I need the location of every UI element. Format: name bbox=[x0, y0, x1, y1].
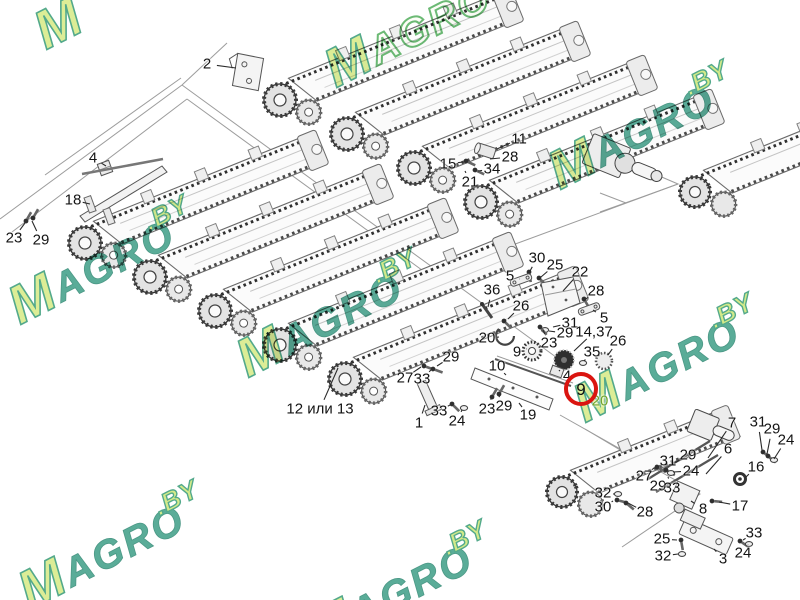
part-label: 7 bbox=[727, 414, 737, 432]
part-label: 22 bbox=[571, 263, 589, 281]
part-label: 29 bbox=[495, 397, 513, 415]
part-label: 28 bbox=[636, 503, 654, 521]
watermark-text: M AGRO .BY bbox=[295, 512, 493, 600]
drive-shaft-assembly bbox=[582, 133, 663, 182]
part-label: 24 bbox=[682, 462, 700, 480]
part-label: 32 bbox=[654, 547, 672, 565]
part-label: 9 bbox=[512, 343, 522, 361]
part-label: 26 bbox=[609, 332, 627, 350]
part-label: 33 bbox=[430, 402, 448, 420]
highlighted-part-label: 9 bbox=[576, 379, 586, 399]
part-label: 33 bbox=[663, 479, 681, 497]
part-label: 14,37 bbox=[575, 323, 613, 341]
part-label: 6 bbox=[723, 440, 733, 458]
part-label: 24 bbox=[777, 431, 795, 449]
part-label: 27 bbox=[635, 467, 653, 485]
part-label: 2 bbox=[202, 55, 212, 73]
part-label: 25 bbox=[546, 256, 564, 274]
part-label: 27 bbox=[396, 369, 414, 387]
watermark-m: M bbox=[24, 0, 92, 61]
part-label: 15 bbox=[439, 155, 457, 173]
part-label: 25 bbox=[653, 530, 671, 548]
part-label: 30 bbox=[528, 249, 546, 267]
part-label: 11 bbox=[511, 130, 527, 148]
part-label: 10 bbox=[488, 357, 506, 375]
part-label: 20 bbox=[478, 329, 496, 347]
part-label: 29 bbox=[649, 477, 667, 495]
loose-parts bbox=[22, 52, 779, 557]
part-label: 34 bbox=[483, 160, 501, 178]
part-label: 29 bbox=[679, 446, 697, 464]
part-label: 31 bbox=[659, 452, 677, 470]
part-label: 23 bbox=[478, 400, 496, 418]
part-label: 5 bbox=[599, 309, 609, 327]
part-label: 26 bbox=[512, 297, 530, 315]
part-label: 21 bbox=[461, 173, 479, 191]
part-label: 12 или 13 bbox=[286, 400, 354, 418]
part-label: 24 bbox=[734, 544, 752, 562]
part-label: 29 bbox=[763, 420, 781, 438]
part-label: 29 bbox=[442, 348, 460, 366]
part-label: 33 bbox=[745, 524, 763, 542]
watermark-layer: M AGRO .BY M AGRO .BY M AGRO .BY M AGRO … bbox=[0, 0, 761, 600]
part-label: 17 bbox=[731, 497, 749, 515]
part-label: 35 bbox=[583, 343, 601, 361]
part-label: 23 bbox=[5, 229, 23, 247]
part-label: 28 bbox=[501, 148, 519, 166]
part-label: 31 bbox=[561, 314, 579, 332]
part-label: 29 bbox=[32, 231, 50, 249]
part-label: 1 bbox=[414, 414, 424, 432]
part-label: 4 bbox=[562, 367, 572, 385]
watermark-text: M AGRO .BY bbox=[23, 0, 93, 61]
part-label: 8 bbox=[698, 500, 708, 518]
part-label: 18 bbox=[64, 191, 82, 209]
part-label: 24 bbox=[448, 412, 466, 430]
part-label: 33 bbox=[413, 370, 431, 388]
part-label: 36 bbox=[483, 281, 501, 299]
part-label: 29 bbox=[556, 324, 574, 342]
part-label: 30 bbox=[594, 498, 612, 516]
watermark-text: M AGRO .BY bbox=[7, 472, 205, 600]
part-label: 4 bbox=[88, 149, 98, 167]
part-label: 16 bbox=[747, 458, 765, 476]
part-label: 23 bbox=[540, 334, 558, 352]
part-label: 31 bbox=[749, 413, 767, 431]
machinery bbox=[58, 0, 800, 532]
part-label: 28 bbox=[587, 282, 605, 300]
highlight-circle: 9 bbox=[564, 372, 598, 406]
part-label: 19 bbox=[519, 406, 537, 424]
part-label: 32 bbox=[594, 484, 612, 502]
part-label: 3 bbox=[718, 550, 728, 568]
part-label: 5 bbox=[505, 267, 515, 285]
